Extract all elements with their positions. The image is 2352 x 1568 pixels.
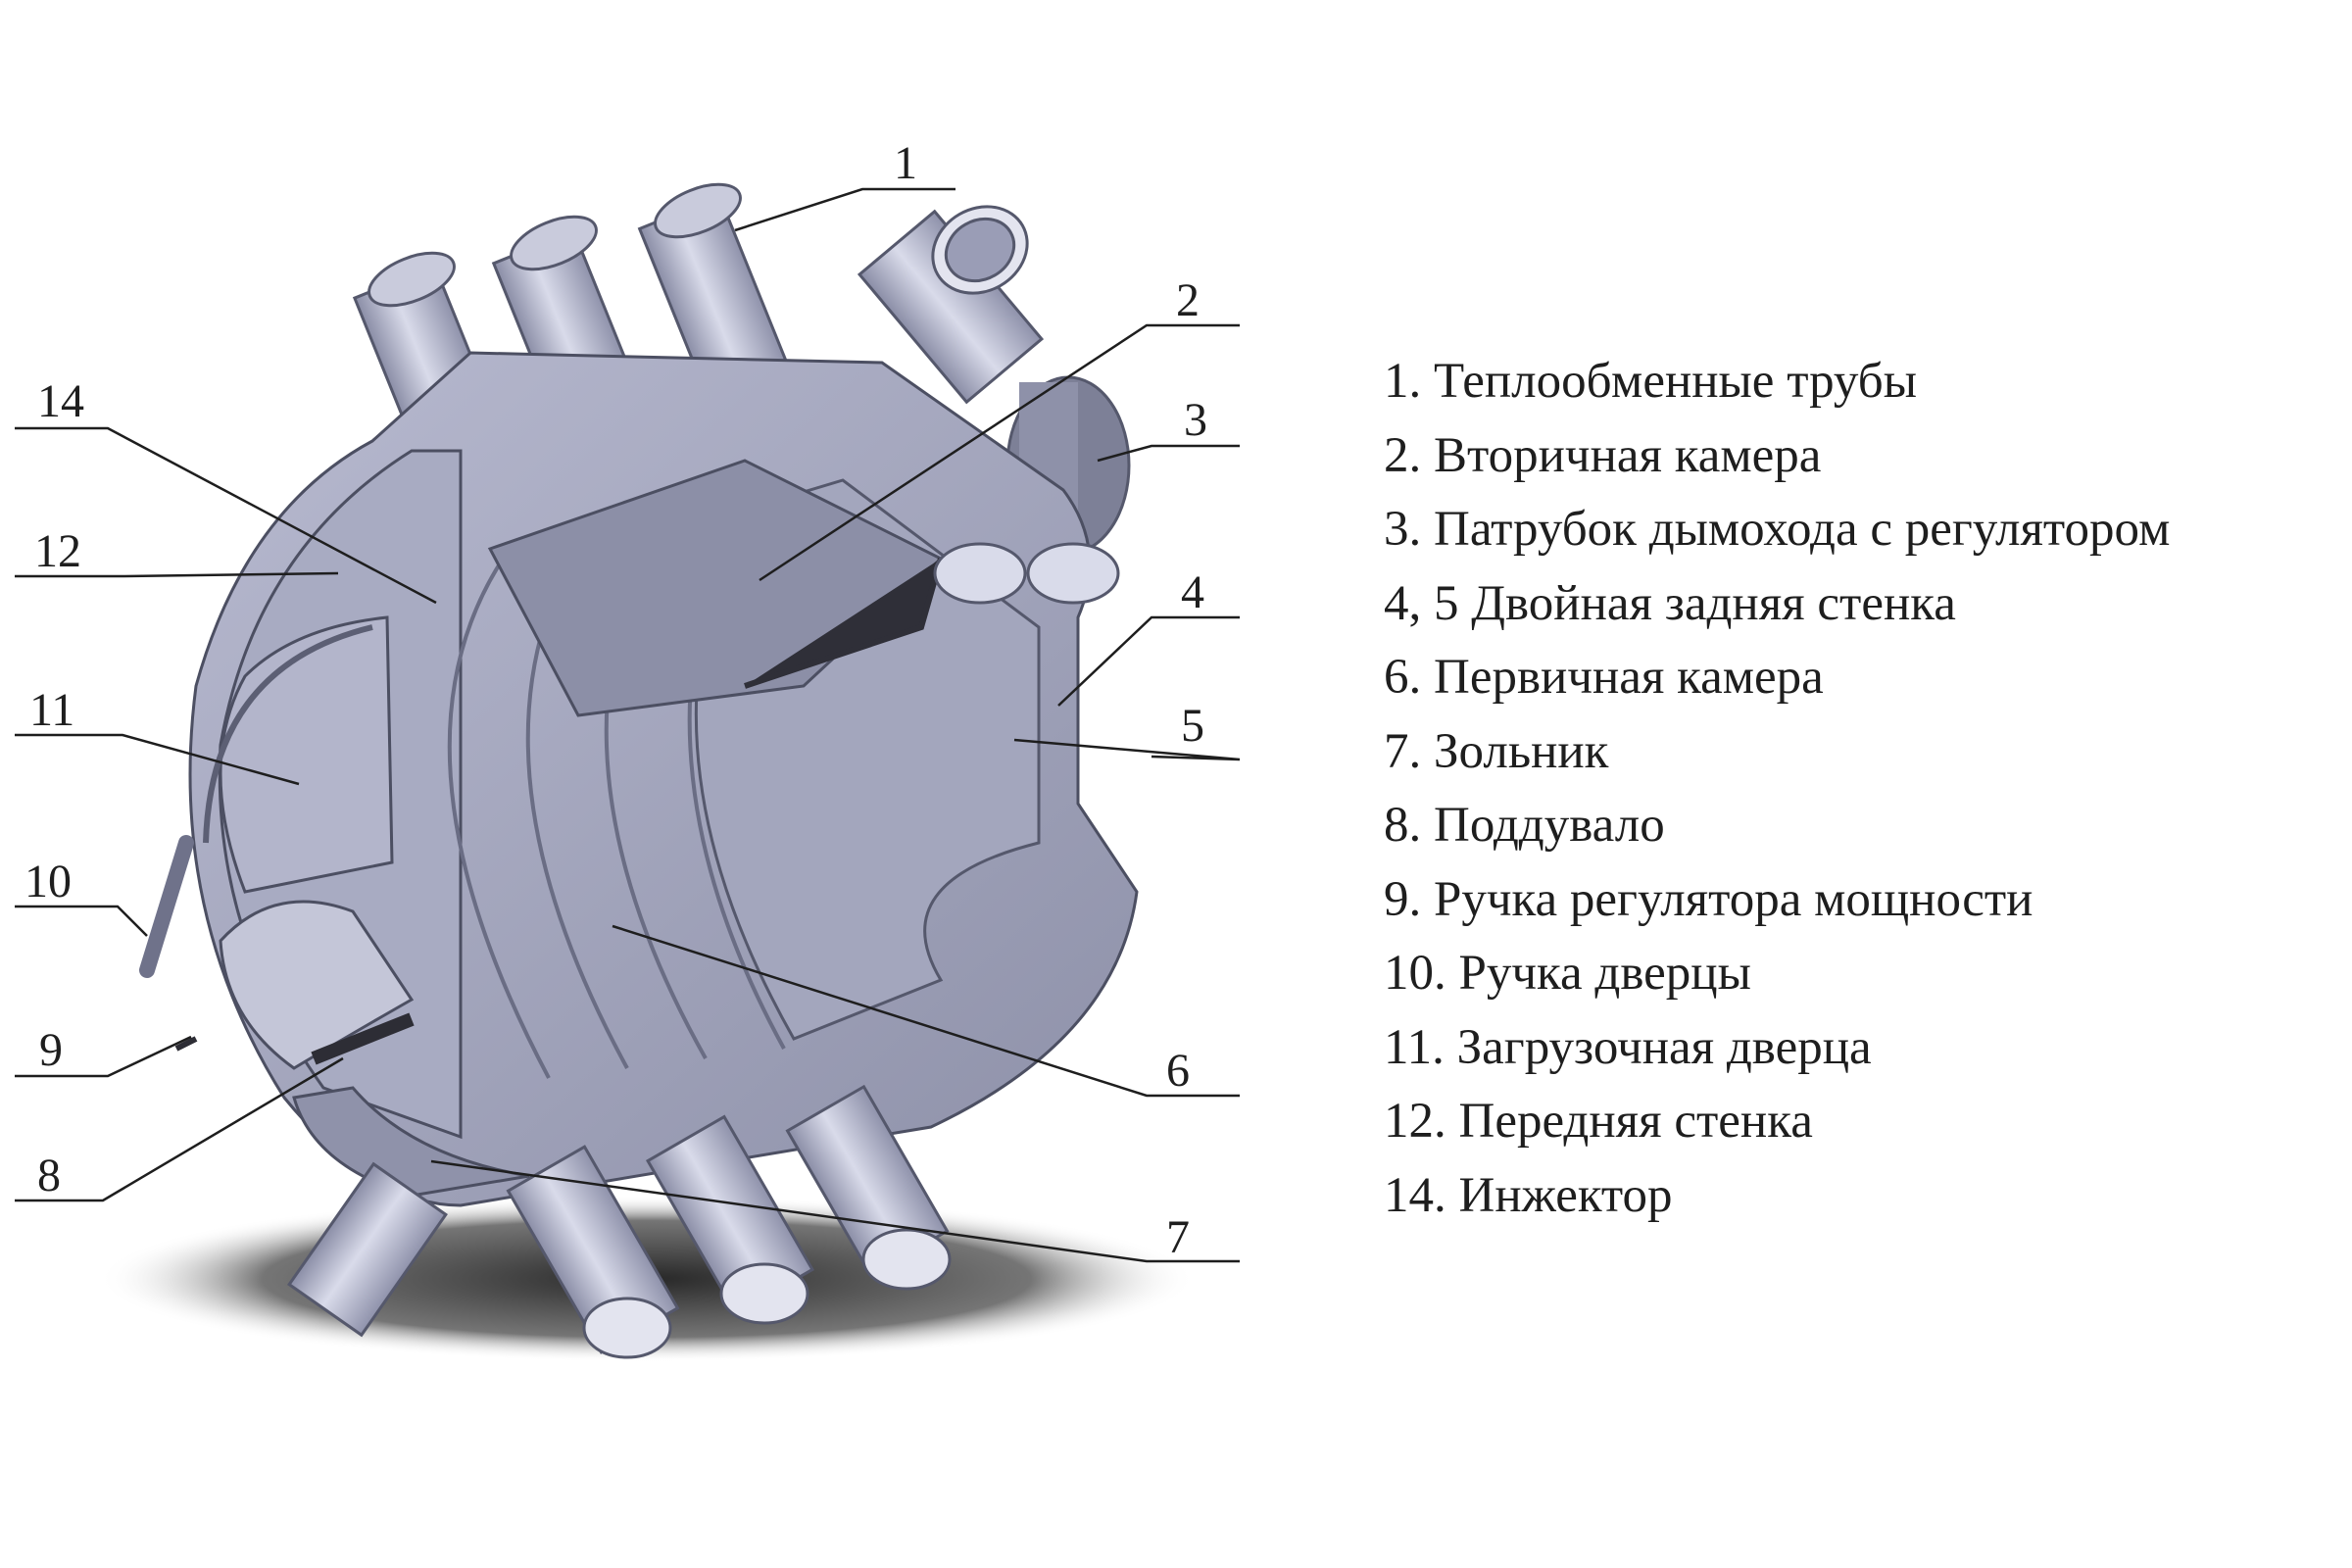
blower xyxy=(219,900,415,1070)
callout-14: 14 xyxy=(37,375,84,427)
door-handle xyxy=(139,835,194,978)
legend-item: 8. Поддувало xyxy=(1384,798,1665,853)
callout-4: 4 xyxy=(1181,566,1204,618)
legend-item: 4, 5 Двойная задняя стенка xyxy=(1384,575,1956,631)
callout-11: 11 xyxy=(29,684,74,736)
callout-9: 9 xyxy=(39,1024,63,1076)
upper-pipe-openings xyxy=(933,542,1120,605)
callout-8: 8 xyxy=(37,1150,61,1201)
legend-item: 1. Теплообменные трубы xyxy=(1384,354,1917,409)
legend-item: 6. Первичная камера xyxy=(1384,650,1824,705)
legend-item: 9. Ручка регулятора мощности xyxy=(1384,871,2034,927)
legend-item: 12. Передняя стенка xyxy=(1384,1094,1813,1149)
legend-item: 2. Вторичная камера xyxy=(1384,427,1822,483)
leader-lines xyxy=(15,187,1241,1263)
power-regulator-handle xyxy=(174,1036,198,1052)
legend: 1. Теплообменные трубы 2. Вторичная каме… xyxy=(1384,345,2344,1233)
legend-item: 11. Загрузочная дверца xyxy=(1384,1019,1872,1075)
callout-6: 6 xyxy=(1166,1045,1190,1097)
legend-item: 7. Зольник xyxy=(1384,723,1609,779)
legend-item: 14. Инжектор xyxy=(1384,1167,1673,1223)
legend-item: 3. Патрубок дымохода с регулятором xyxy=(1384,502,2171,557)
callout-3: 3 xyxy=(1184,394,1207,446)
callout-10: 10 xyxy=(24,856,72,907)
legend-item: 10. Ручка дверцы xyxy=(1384,946,1751,1001)
callout-1: 1 xyxy=(894,137,917,189)
callout-12: 12 xyxy=(34,525,81,577)
callout-5: 5 xyxy=(1181,700,1204,752)
callout-2: 2 xyxy=(1176,274,1200,326)
callout-7: 7 xyxy=(1166,1211,1190,1263)
top-pipes xyxy=(352,182,1045,491)
